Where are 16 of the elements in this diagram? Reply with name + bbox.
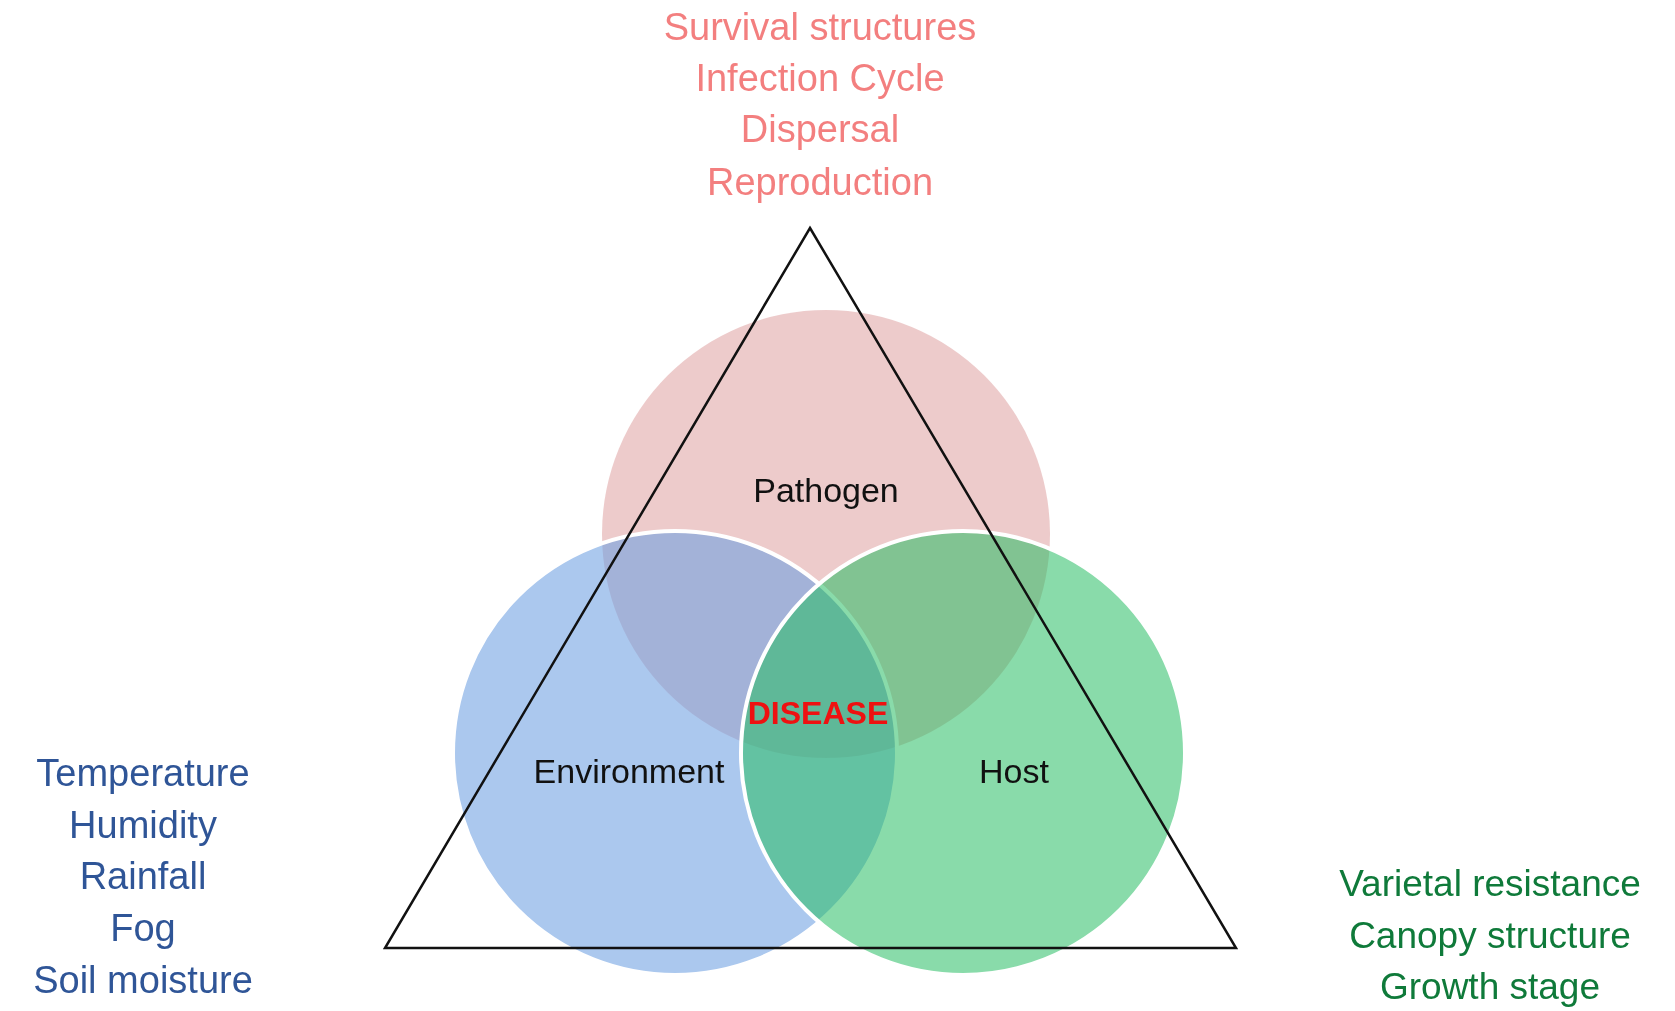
factor-label: Survival structures: [663, 5, 977, 49]
factor-label: Growth stage: [1379, 966, 1601, 1008]
factor-label: Humidity: [69, 803, 217, 847]
circle-label: Pathogen: [753, 470, 899, 510]
factor-label: Reproduction: [707, 160, 933, 204]
factor-label: Infection Cycle: [695, 56, 945, 100]
circle-label: Host: [979, 751, 1049, 791]
factor-label: Varietal resistance: [1339, 863, 1641, 905]
factor-label: Canopy structure: [1349, 915, 1631, 957]
circle-label: Environment: [533, 751, 725, 791]
factor-label: Rainfall: [79, 854, 207, 898]
center-label: DISEASE: [747, 694, 889, 732]
factor-label: Temperature: [36, 751, 250, 795]
factor-label: Dispersal: [740, 107, 900, 151]
factor-label: Fog: [110, 906, 176, 950]
factor-label: Soil moisture: [33, 958, 253, 1002]
